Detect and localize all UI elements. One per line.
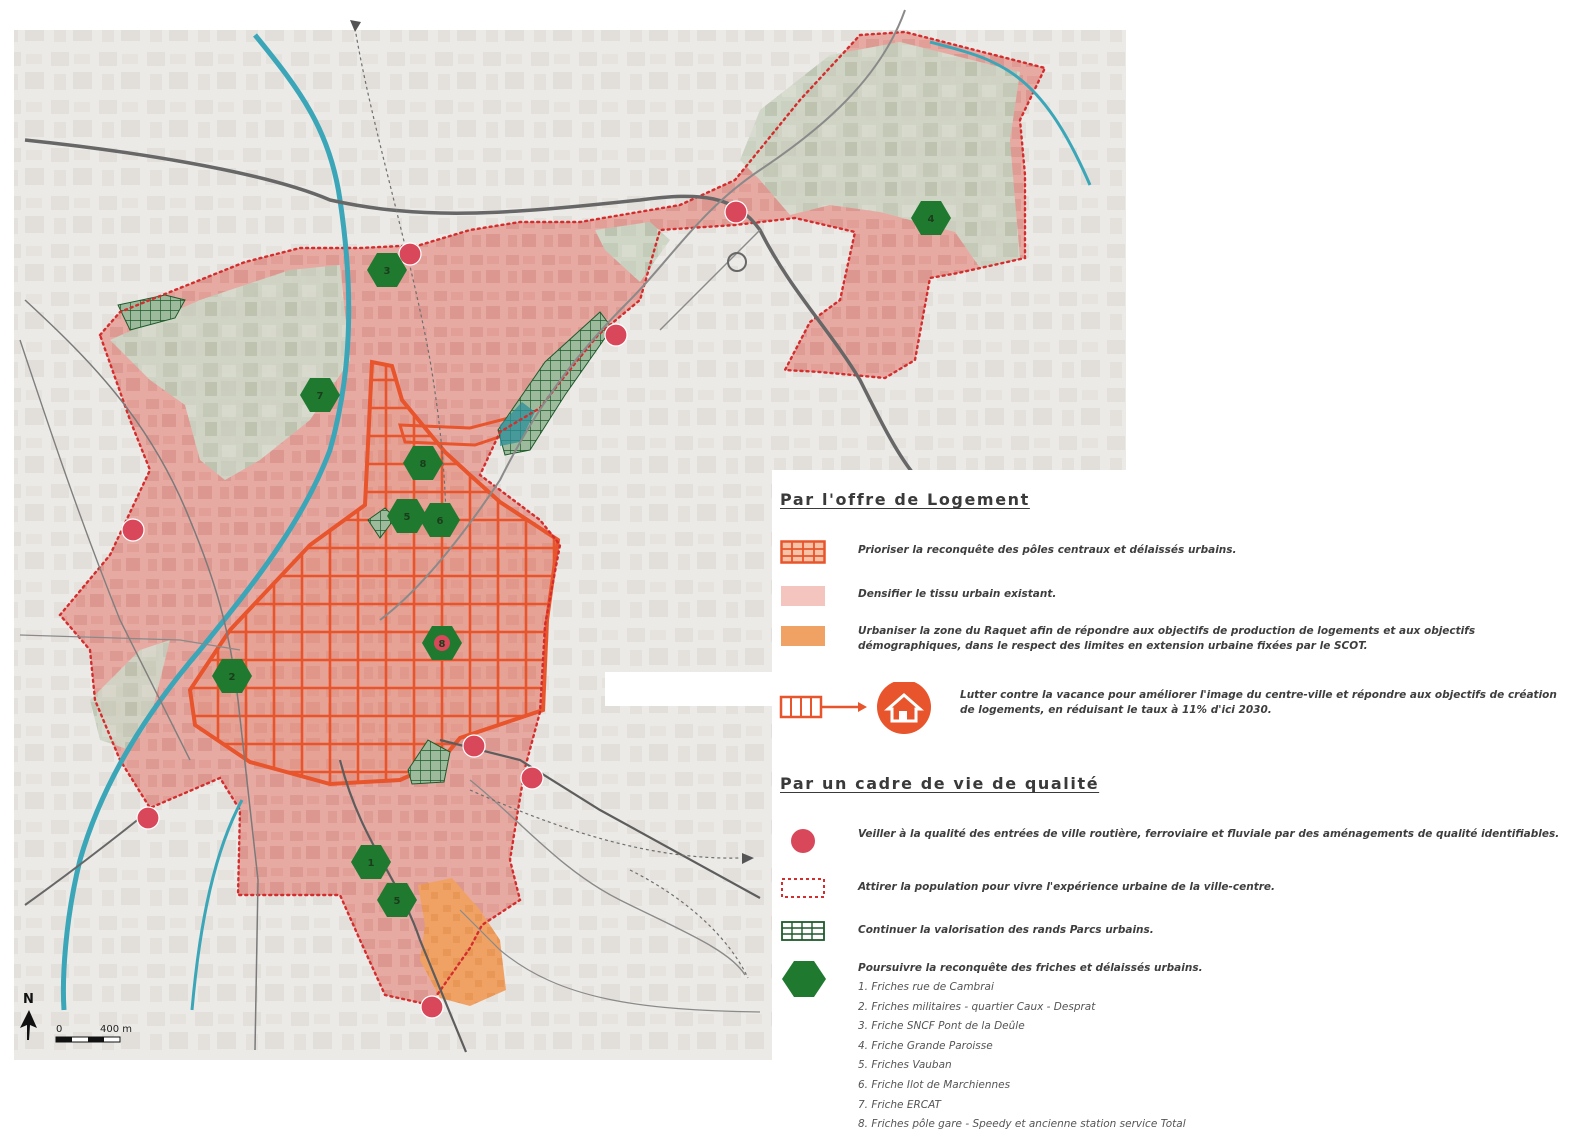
legend-text-friches: Poursuivre la reconquête des friches et … bbox=[858, 962, 1203, 974]
hexagon-icon: 8 bbox=[403, 446, 443, 480]
city-entrance-dot-icon bbox=[520, 766, 544, 790]
orange-grid-icon bbox=[780, 540, 826, 564]
legend-text-densifier: Densifier le tissu urbain existant. bbox=[858, 588, 1057, 600]
city-entrance-dot-icon bbox=[136, 806, 160, 830]
svg-text:1: 1 bbox=[368, 858, 375, 869]
legend-section-cadre-title: Par un cadre de vie de qualité bbox=[780, 774, 1100, 793]
svg-text:3: 3 bbox=[384, 266, 391, 277]
legend-section-logement-title: Par l'offre de Logement bbox=[780, 490, 1030, 509]
friche-list-item: 8. Friches pôle gare - Speedy et ancienn… bbox=[858, 1118, 1186, 1131]
hexagon-icon: 5 bbox=[387, 499, 427, 533]
raquet-zone bbox=[418, 878, 506, 1006]
svg-text:5: 5 bbox=[394, 896, 401, 907]
svg-text:400 m: 400 m bbox=[100, 1024, 132, 1035]
legend-text-urbaniser: Urbaniser la zone du Raquet afin de répo… bbox=[858, 625, 1476, 652]
svg-text:8: 8 bbox=[439, 639, 446, 650]
hexagon-icon: 3 bbox=[367, 253, 407, 287]
hatched-park-icon bbox=[781, 921, 825, 941]
friche-list-item: 1. Friches rue de Cambrai bbox=[858, 981, 994, 993]
friche-list-item: 7. Friche ERCAT bbox=[858, 1098, 941, 1111]
svg-text:N: N bbox=[23, 992, 34, 1007]
river bbox=[60, 33, 352, 1011]
svg-text:5: 5 bbox=[404, 512, 411, 523]
hexagon-icon: 4 bbox=[911, 201, 951, 235]
city-entrance-dot-icon bbox=[420, 995, 444, 1019]
orange-fill-icon bbox=[781, 626, 825, 646]
north-arrow: N bbox=[20, 992, 37, 1040]
friche-markers: 1 2 3 4 5 5 6 7 bbox=[212, 201, 951, 917]
svg-text:6: 6 bbox=[437, 516, 444, 527]
city-boundary bbox=[58, 30, 1047, 1007]
legend-text-prioriser: Prioriser la reconquête des pôles centra… bbox=[858, 544, 1237, 556]
priority-core-zone bbox=[187, 359, 561, 787]
hexagon-icon bbox=[782, 961, 826, 997]
svg-text:2: 2 bbox=[229, 672, 236, 683]
hexagon-icon: 6 bbox=[420, 503, 460, 537]
hexagon-icon: 2 bbox=[212, 659, 252, 693]
roads bbox=[19, 9, 914, 1053]
legend-text-vacance: Lutter contre la vacance pour améliorer … bbox=[960, 689, 1557, 716]
hexagon-icon: 8 bbox=[422, 626, 462, 660]
friches-list: 1. Friches rue de Cambrai 2. Friches mil… bbox=[858, 978, 1186, 1135]
friche-list-item: 6. Friche Ilot de Marchiennes bbox=[858, 1078, 1011, 1091]
city-entrance-dot-icon bbox=[398, 242, 422, 266]
scale-bar: 0 400 m bbox=[55, 1024, 132, 1043]
city-entrance-dots bbox=[121, 200, 748, 1019]
city-entrance-dot-icon bbox=[791, 829, 815, 853]
house-vacancy-icon bbox=[877, 682, 931, 734]
friche-list-item: 3. Friche SNCF Pont de la Deûle bbox=[858, 1020, 1025, 1033]
city-entrance-dot-icon bbox=[724, 200, 748, 224]
hexagon-icon: 5 bbox=[377, 883, 417, 917]
friche-list-item: 4. Friche Grande Paroisse bbox=[858, 1039, 993, 1052]
dashed-boundary-icon bbox=[781, 878, 825, 898]
friche-list-item: 2. Friches militaires - quartier Caux - … bbox=[858, 1000, 1096, 1013]
svg-text:7: 7 bbox=[317, 391, 324, 402]
vacancy-arrow-symbol bbox=[779, 682, 931, 734]
city-entrance-dot-icon bbox=[121, 518, 145, 542]
city-entrance-dot-icon bbox=[462, 734, 486, 758]
legend-text-entrees: Veiller à la qualité des entrées de vill… bbox=[858, 828, 1560, 840]
legend-text-attirer: Attirer la population pour vivre l'expér… bbox=[858, 881, 1276, 893]
legend-text-parcs: Continuer la valorisation des rands Parc… bbox=[858, 924, 1154, 936]
map-legend: Par l'offre de Logement Prioriser la rec… bbox=[772, 470, 1572, 1139]
svg-text:8: 8 bbox=[420, 459, 427, 470]
svg-text:0: 0 bbox=[56, 1024, 62, 1035]
pink-fill-icon bbox=[781, 586, 825, 606]
north-arrow-icon bbox=[20, 1010, 37, 1040]
city-entrance-dot-icon bbox=[604, 323, 628, 347]
hexagon-icon: 7 bbox=[300, 378, 340, 412]
friche-list-item: 5. Friches Vauban bbox=[858, 1059, 952, 1072]
svg-text:4: 4 bbox=[928, 214, 935, 225]
hexagon-icon: 1 bbox=[351, 845, 391, 879]
